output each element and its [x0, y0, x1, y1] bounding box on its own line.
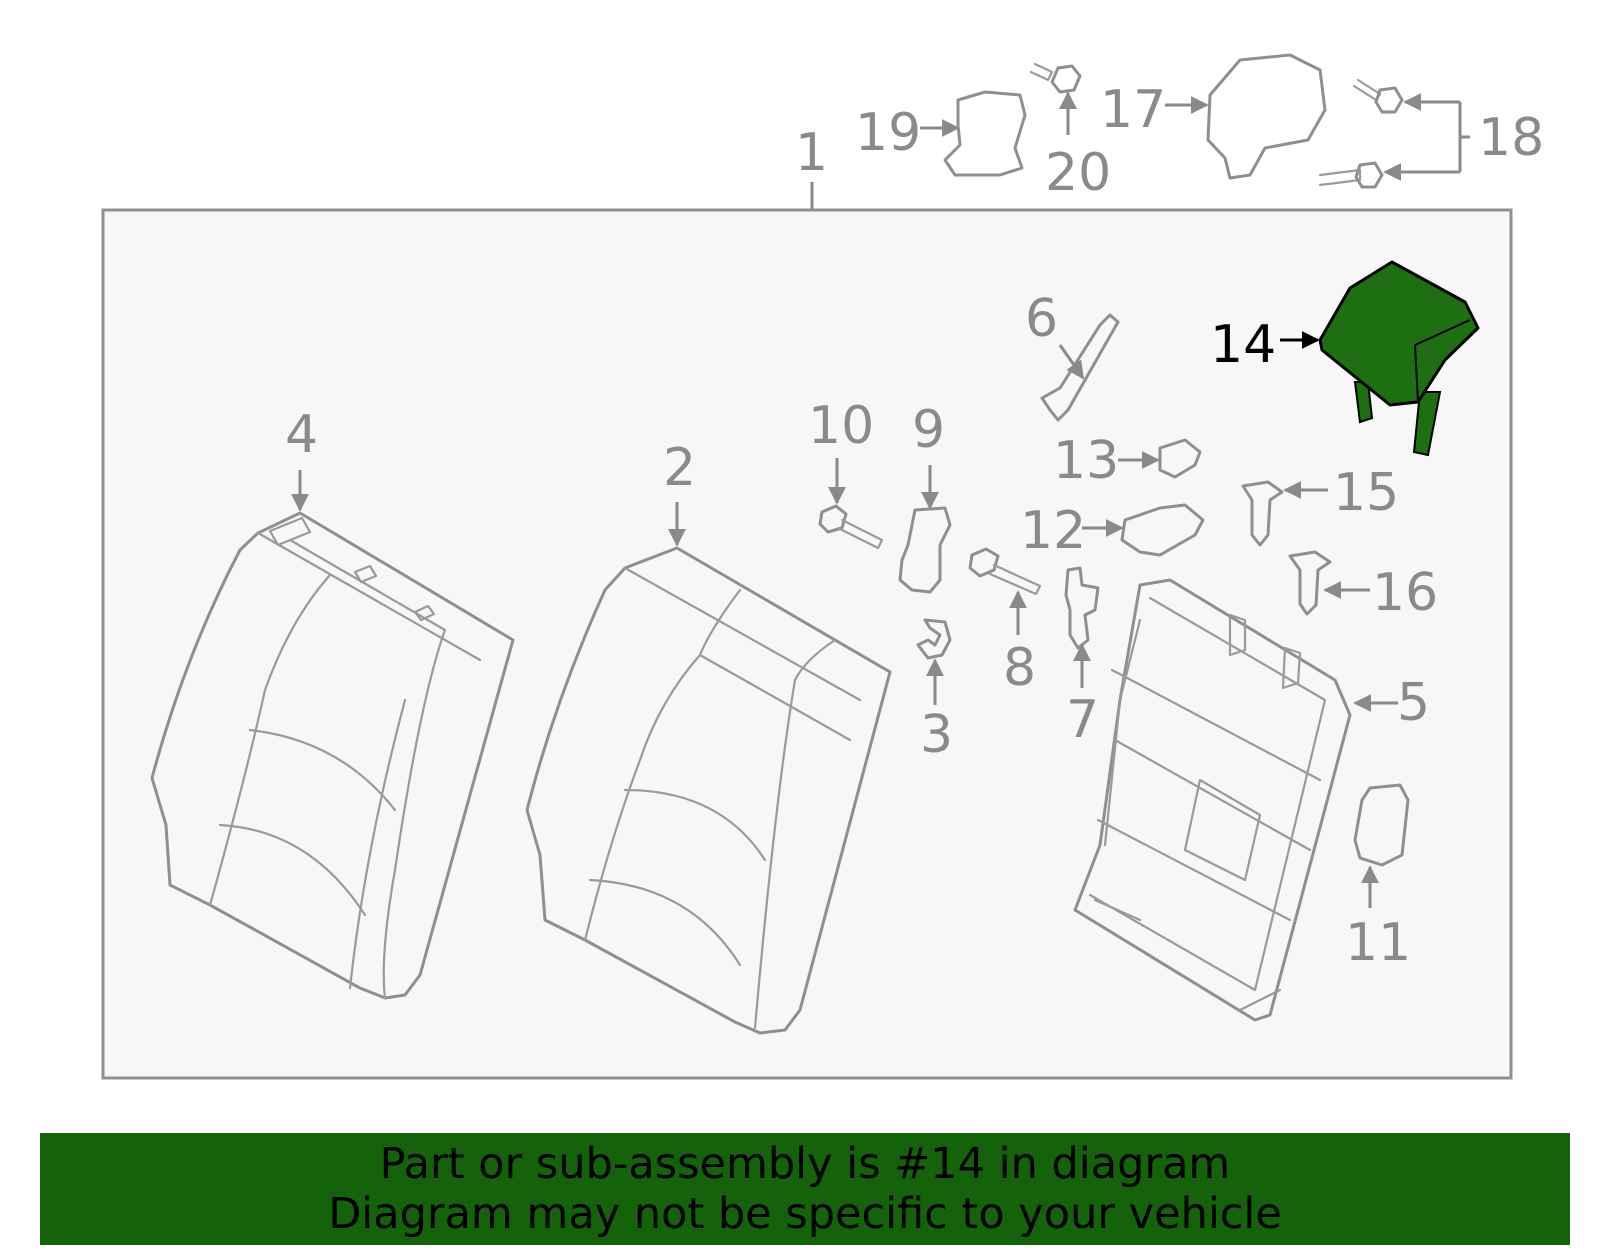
callout-6: 6	[1025, 289, 1058, 349]
bolt-10	[818, 504, 884, 550]
seatback-frame	[1073, 578, 1352, 1022]
callout-11: 11	[1345, 913, 1411, 973]
latch-7	[1064, 566, 1100, 650]
bolt-8	[968, 547, 1042, 596]
banner-line-2: Diagram may not be specific to your vehi…	[328, 1189, 1282, 1239]
seatback-cover-left	[150, 511, 515, 1000]
seatback-cover-center	[525, 546, 892, 1035]
callout-15: 15	[1333, 463, 1399, 523]
callout-17: 17	[1100, 80, 1166, 140]
recliner-17	[1206, 53, 1327, 180]
callout-14: 14	[1210, 315, 1276, 375]
callout-3: 3	[920, 705, 953, 765]
callout-19: 19	[855, 103, 921, 163]
bolt-20	[1029, 62, 1082, 94]
callout-13: 13	[1053, 431, 1119, 491]
trim-strip	[1040, 313, 1120, 422]
callout-9: 9	[912, 400, 945, 460]
callout-18: 18	[1478, 108, 1544, 168]
callout-12: 12	[1020, 501, 1086, 561]
banner-line-1: Part or sub-assembly is #14 in diagram	[379, 1139, 1231, 1189]
parts-diagram: 1 2 3 4 5 6 7 8 9 10 11 12 13 14 15 16 1…	[101, 53, 1544, 1080]
callout-20: 20	[1045, 143, 1111, 203]
callout-16: 16	[1372, 563, 1438, 623]
guide-sleeve-15	[1241, 480, 1284, 547]
callout-8: 8	[1003, 638, 1036, 698]
guide-sleeve-16	[1288, 550, 1332, 616]
cap-13	[1158, 438, 1202, 479]
switch-11	[1353, 783, 1410, 867]
callout-4: 4	[285, 405, 318, 465]
clip-3	[916, 618, 952, 660]
callout-1: 1	[795, 123, 828, 183]
notice-banner: Part or sub-assembly is #14 in diagram D…	[40, 1133, 1570, 1245]
headrest-14	[1318, 260, 1480, 457]
bolts-18	[1318, 78, 1404, 189]
guide-12	[1120, 503, 1205, 557]
callout-10: 10	[808, 396, 874, 456]
callout-7: 7	[1066, 690, 1099, 750]
bracket-19	[943, 90, 1027, 177]
callout-5: 5	[1397, 673, 1430, 733]
callout-2: 2	[663, 438, 696, 498]
bracket-9	[898, 506, 952, 594]
